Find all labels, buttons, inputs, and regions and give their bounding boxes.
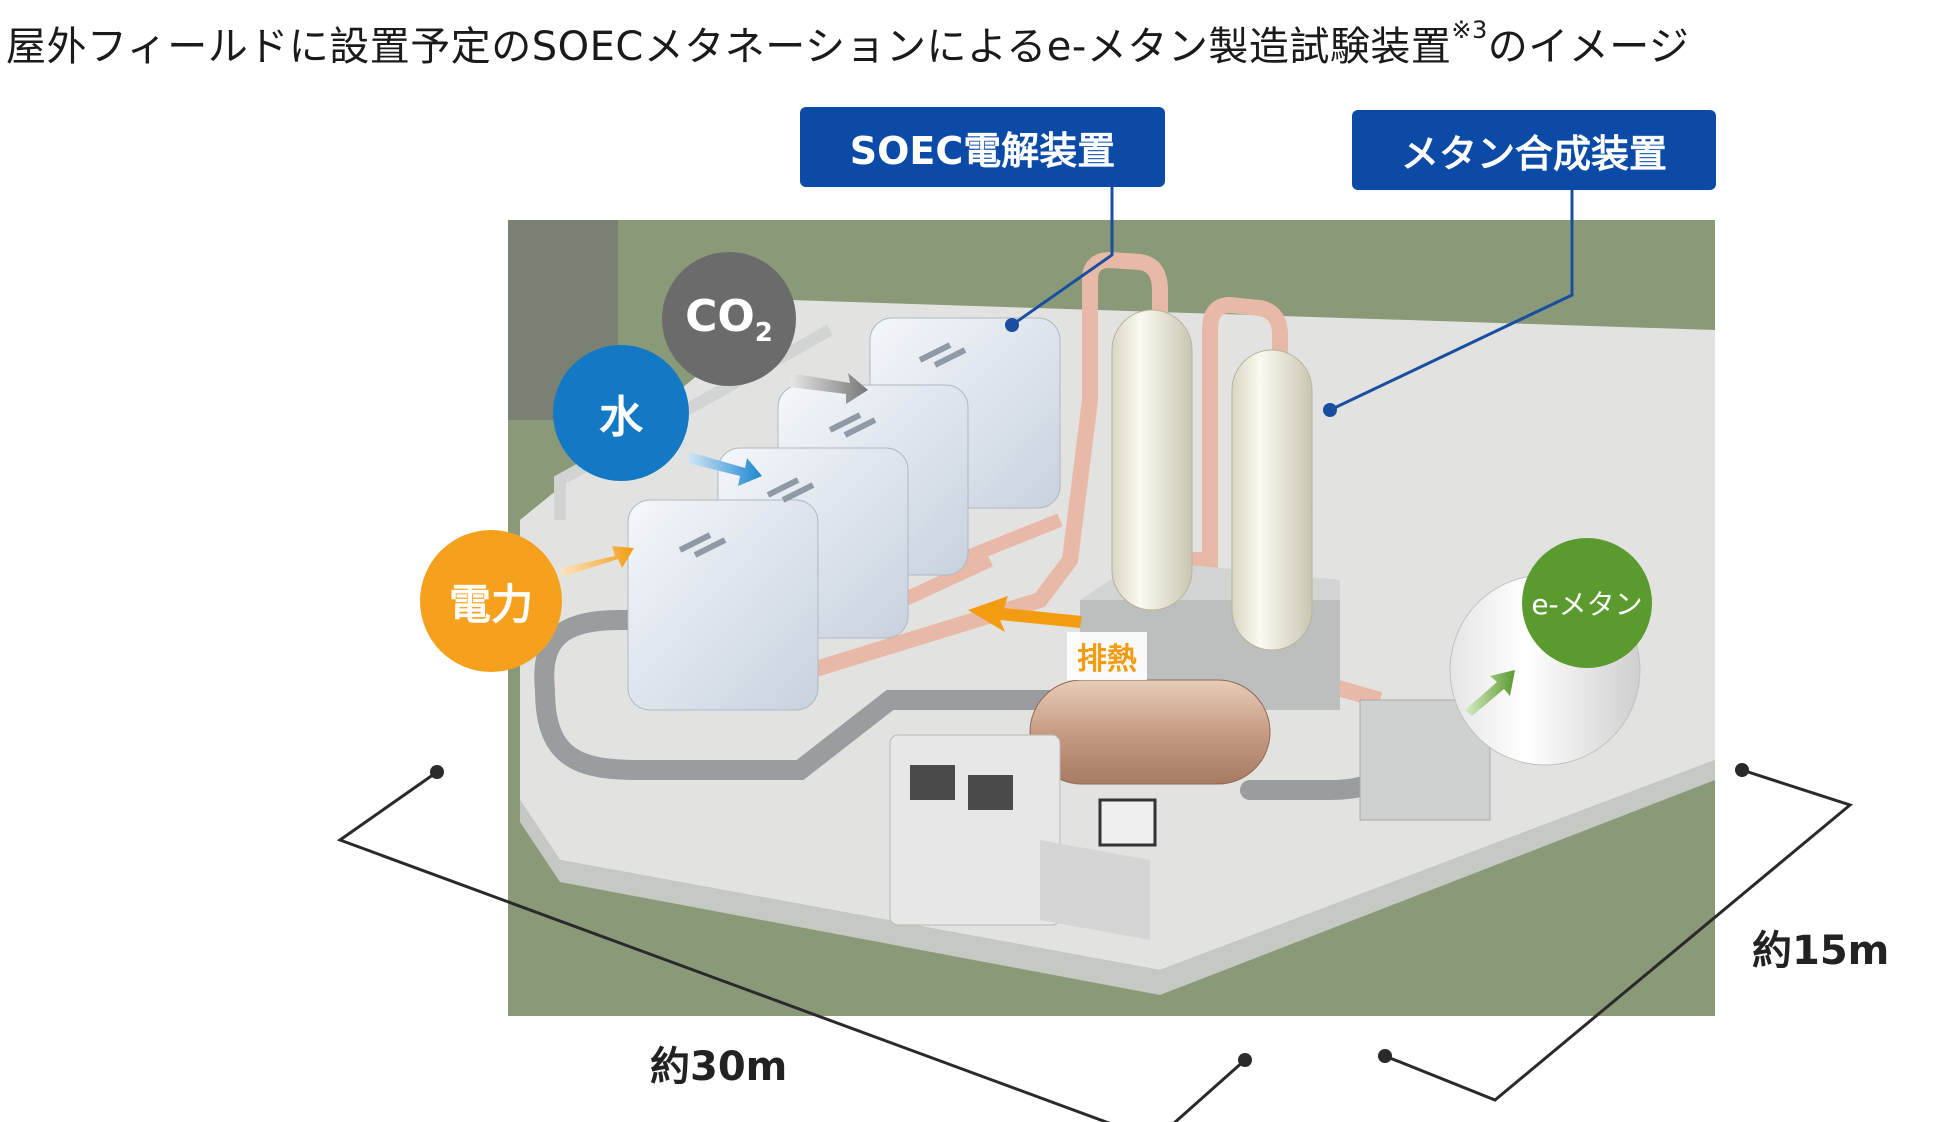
soec-label: SOEC電解装置 <box>800 107 1165 187</box>
width-dimension: 約15m <box>1752 918 1889 976</box>
emethane-circle: e-メタン <box>1522 538 1652 668</box>
control-console <box>890 735 1060 925</box>
water-circle: 水 <box>553 345 689 481</box>
length-dimension: 約30m <box>650 1034 787 1092</box>
co2-circle: CO2 <box>662 252 796 386</box>
power-circle: 電力 <box>420 530 562 672</box>
heat-label: 排熱 <box>1067 632 1147 680</box>
methane-synth-label: メタン合成装置 <box>1352 110 1716 190</box>
heat-exchanger <box>1030 680 1270 784</box>
